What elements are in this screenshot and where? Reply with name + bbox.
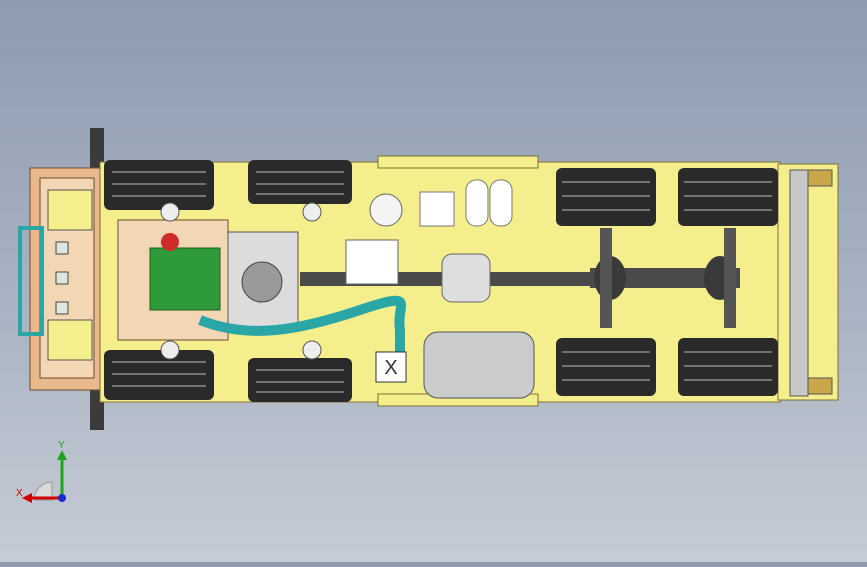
air-tank [489,179,513,227]
frame-edge-top [377,155,539,169]
front-bracket [160,340,180,360]
rear-axle2-left-wheel [678,168,778,226]
cab-light [55,301,69,315]
fuel-tank [423,331,535,399]
cab-light [55,271,69,285]
cab-panel-top [47,189,93,231]
cab-light [55,241,69,255]
rear-light [807,377,833,395]
z-axis-dot [58,494,66,502]
rear-driveshaft [590,268,740,288]
rear-bumper [789,169,809,397]
second-bracket [302,340,322,360]
front-left-wheel [104,160,214,210]
y-axis-arrow [57,450,67,460]
reservoir-tank [441,253,491,303]
rear-axle2-right-wheel [678,338,778,396]
air-filter [369,193,403,227]
triad-arc [33,481,53,501]
y-axis-label: Y [58,440,65,451]
front-right-wheel [104,350,214,400]
x-axis-arrow [22,493,32,503]
bumper-rail [18,226,44,336]
tire-tread-front [112,171,344,393]
tire-tread-rear [562,181,772,381]
front-bracket [160,202,180,222]
coolant-pipe [198,295,406,360]
cab-panel-bottom [47,319,93,361]
second-axle-right-wheel [248,358,352,402]
second-axle-left-wheel [248,160,352,204]
air-tank [465,179,489,227]
x-axis-label: X [16,488,23,499]
marker-box [375,351,407,383]
rear-axle-2 [724,228,736,328]
marker-letter: X [384,357,397,379]
rear-axle1-right-wheel [556,338,656,396]
engine-red-part [161,233,179,251]
engine-block [149,247,221,311]
clutch-housing [241,261,283,303]
rear-axle1-left-wheel [556,168,656,226]
coordinate-triad: X Y [16,440,67,503]
component-box [345,239,399,285]
rear-axle-1 [600,228,612,328]
rear-light [807,169,833,187]
second-bracket [302,202,322,222]
battery-box [419,191,455,227]
